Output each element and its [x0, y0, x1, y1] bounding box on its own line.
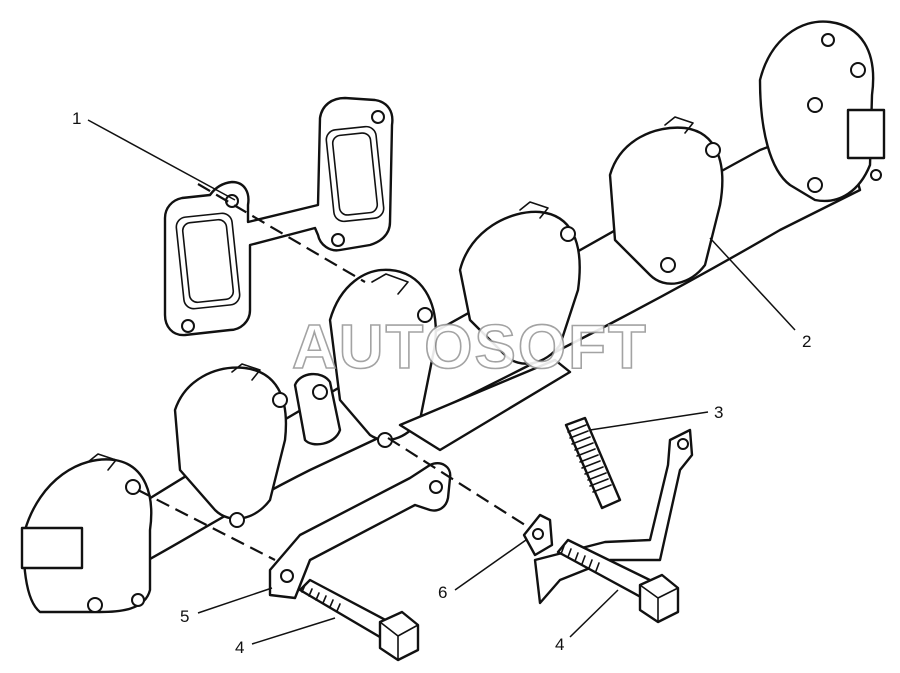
callout-4-right: 4	[555, 635, 564, 654]
bracket	[268, 462, 452, 600]
callout-1: 1	[72, 109, 81, 128]
callout-5: 5	[180, 607, 189, 626]
callout-4-left: 4	[235, 638, 244, 657]
leader-lines	[87, 119, 796, 645]
bolt-right	[556, 538, 680, 624]
gasket	[163, 96, 394, 337]
callout-3: 3	[714, 403, 723, 422]
exhaust-manifold	[20, 20, 886, 614]
stud	[564, 416, 622, 510]
callout-6: 6	[438, 583, 447, 602]
bolt-left	[298, 578, 420, 662]
alignment-lines	[137, 183, 526, 561]
watermark: AUTOSOFT	[292, 313, 648, 382]
lock-plate	[522, 513, 554, 557]
callouts: 1 2 3 4 4 5 6	[72, 109, 811, 657]
callout-2: 2	[802, 332, 811, 351]
